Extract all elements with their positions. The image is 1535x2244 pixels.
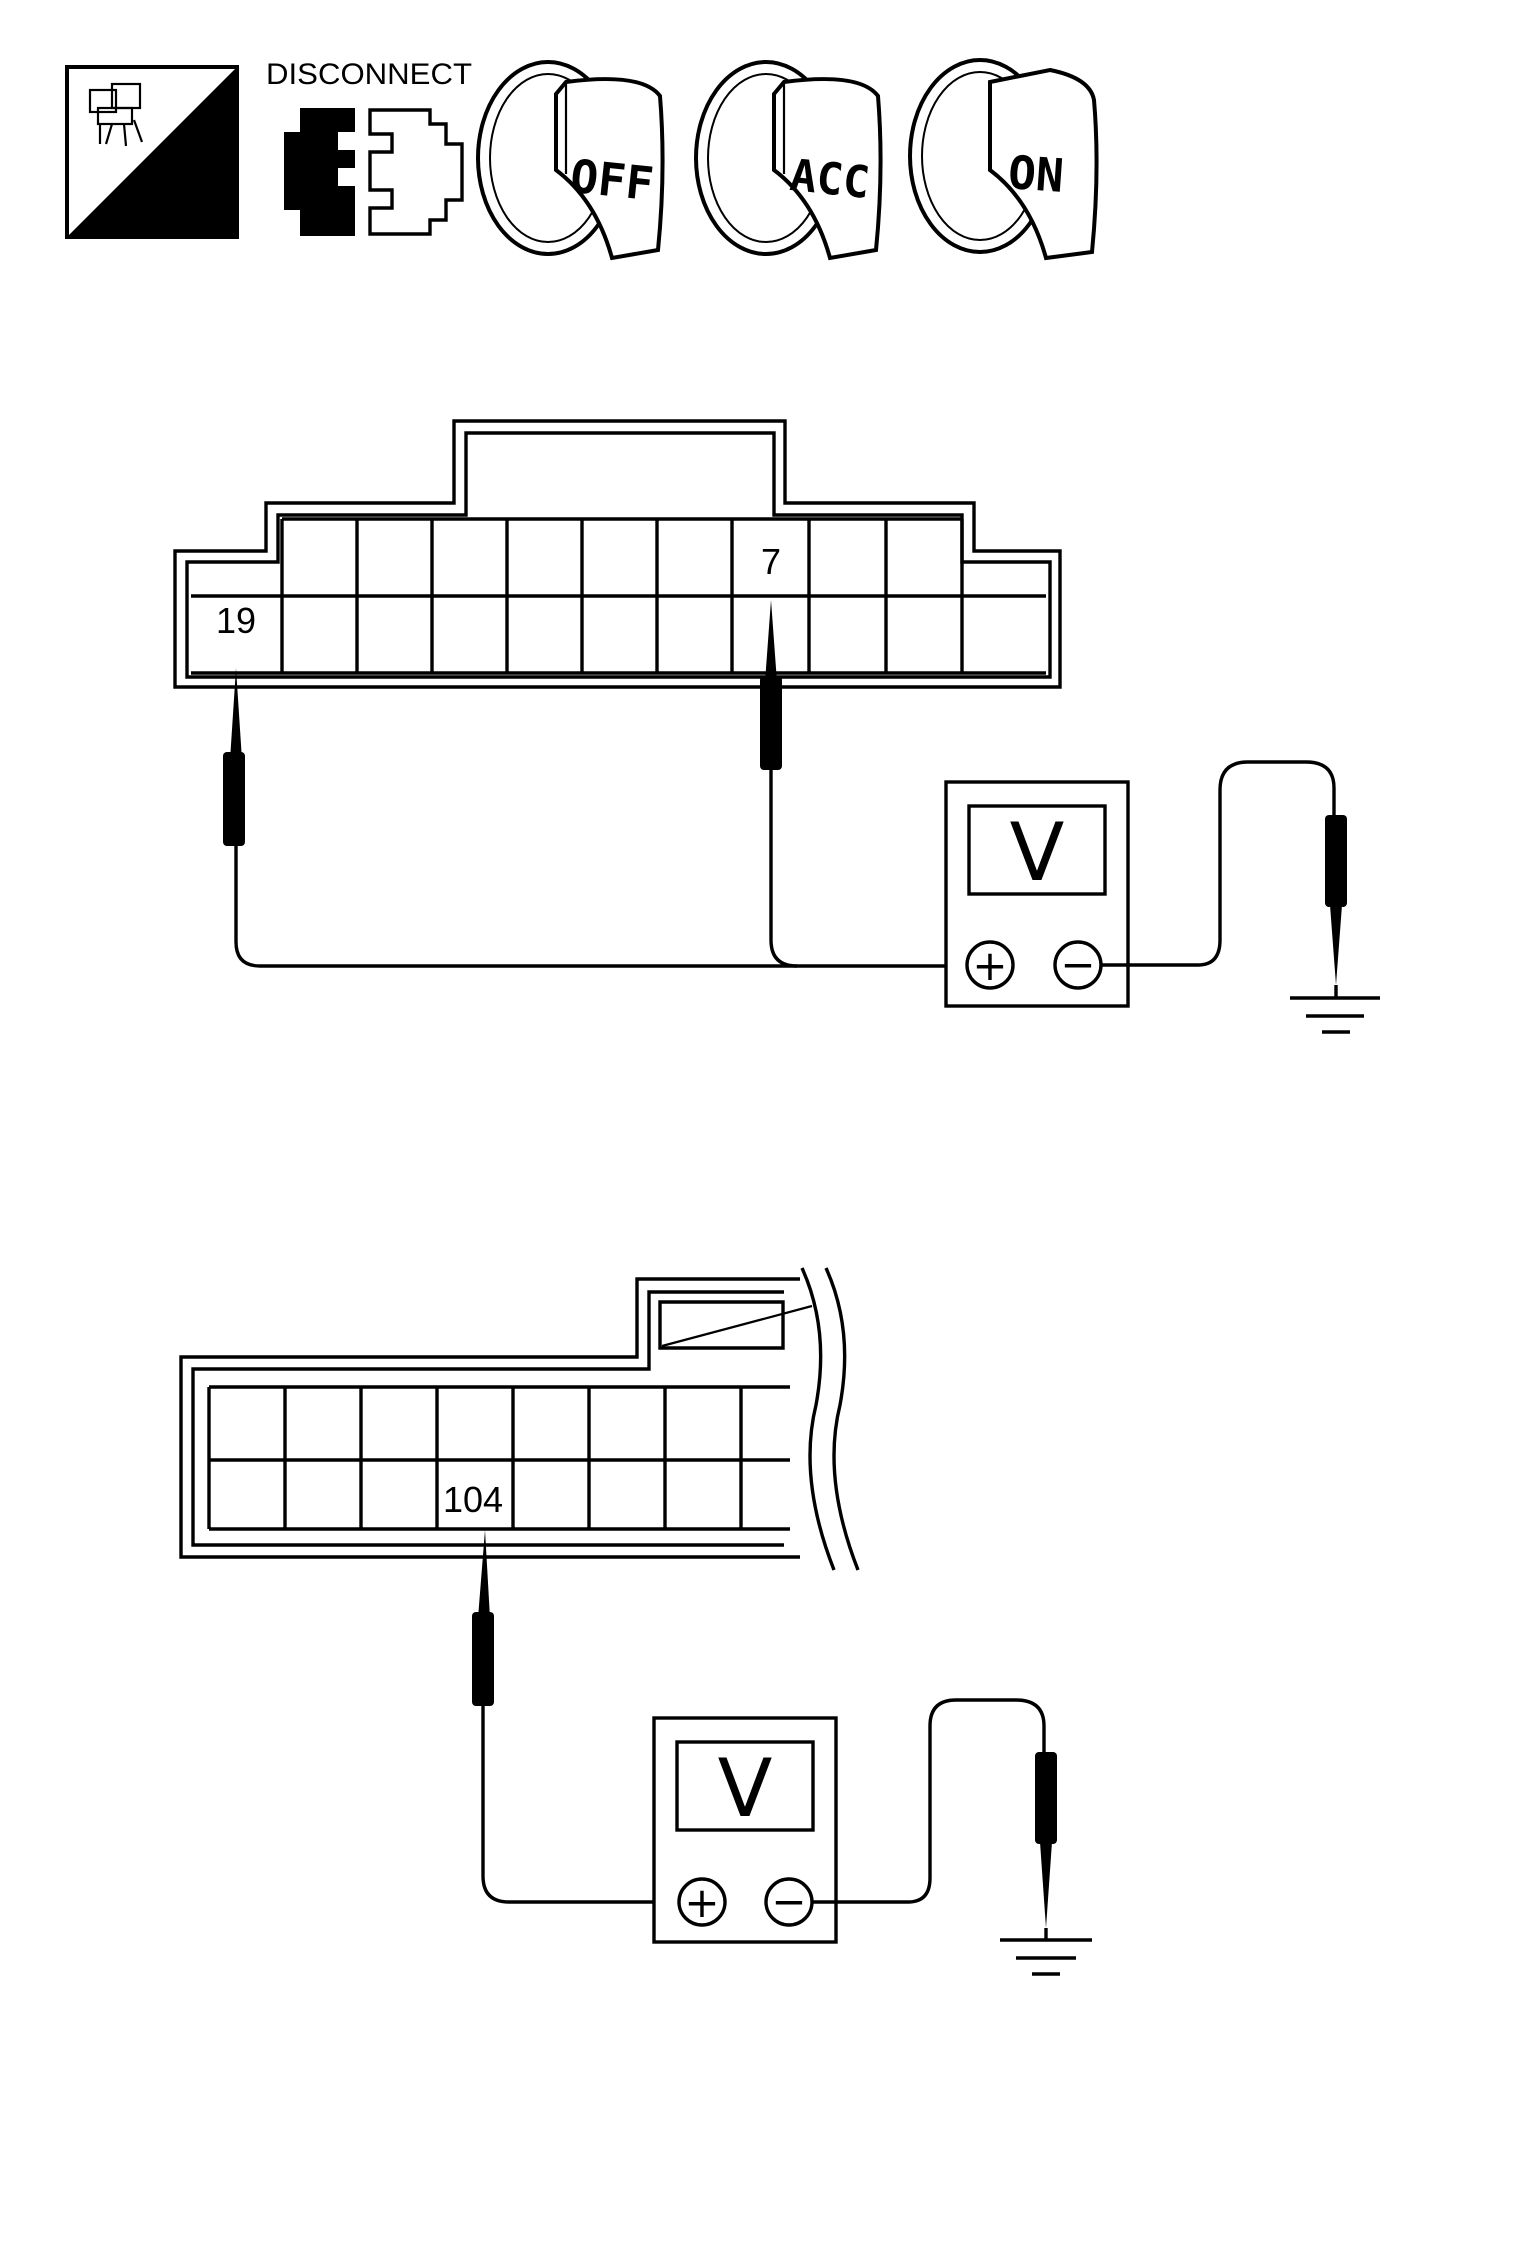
- ignition-key-off-icon: OFF: [476, 60, 665, 261]
- bottom-voltmeter: V + −: [652, 1716, 838, 1944]
- top-meter-minus-label: −: [1060, 940, 1095, 989]
- ignition-key-on-icon: ON: [908, 58, 1099, 261]
- bottom-meter-minus-label: −: [771, 1877, 806, 1926]
- disconnect-label: DISCONNECT: [266, 58, 472, 91]
- probe-terminal-19: [223, 668, 245, 846]
- wire-terminal-104-to-meter: [481, 1706, 679, 1904]
- probe-terminal-7: [760, 600, 782, 770]
- top-ground-probe: [1325, 815, 1347, 985]
- top-meter-v-label: V: [1010, 806, 1065, 899]
- top-meter-plus-label: +: [972, 941, 1007, 990]
- harness-side-label: H.S.: [127, 185, 213, 234]
- bottom-meter-v-label: V: [718, 1742, 773, 1835]
- disconnect-icon: DISCONNECT: [266, 58, 472, 236]
- top-ground-symbol: [1290, 985, 1380, 1034]
- bottom-connector: 104: [179, 1267, 860, 1571]
- bottom-ground-symbol: [1000, 1928, 1092, 1976]
- bottom-ground-probe: [1035, 1752, 1057, 1928]
- wire-terminal-19-to-meter: [234, 846, 966, 968]
- bottom-meter-plus-label: +: [684, 1878, 719, 1927]
- ignition-key-acc-icon: ACC: [694, 60, 883, 261]
- harness-side-icon: H.S.: [65, 65, 239, 239]
- top-voltmeter: V + −: [944, 780, 1130, 1008]
- terminal-7-label: 7: [761, 541, 781, 582]
- key-on-label: ON: [1006, 145, 1065, 203]
- terminal-19-label: 19: [216, 600, 256, 641]
- wire-top-meter-to-ground: [1101, 760, 1336, 967]
- probe-terminal-104: [472, 1530, 494, 1706]
- terminal-104-label: 104: [443, 1479, 503, 1520]
- key-acc-label: ACC: [788, 150, 872, 209]
- key-off-label: OFF: [568, 149, 656, 211]
- wire-terminal-7-to-meter: [769, 770, 798, 968]
- wire-bottom-meter-to-ground: [812, 1698, 1046, 1904]
- top-connector: 19 7: [173, 419, 1062, 689]
